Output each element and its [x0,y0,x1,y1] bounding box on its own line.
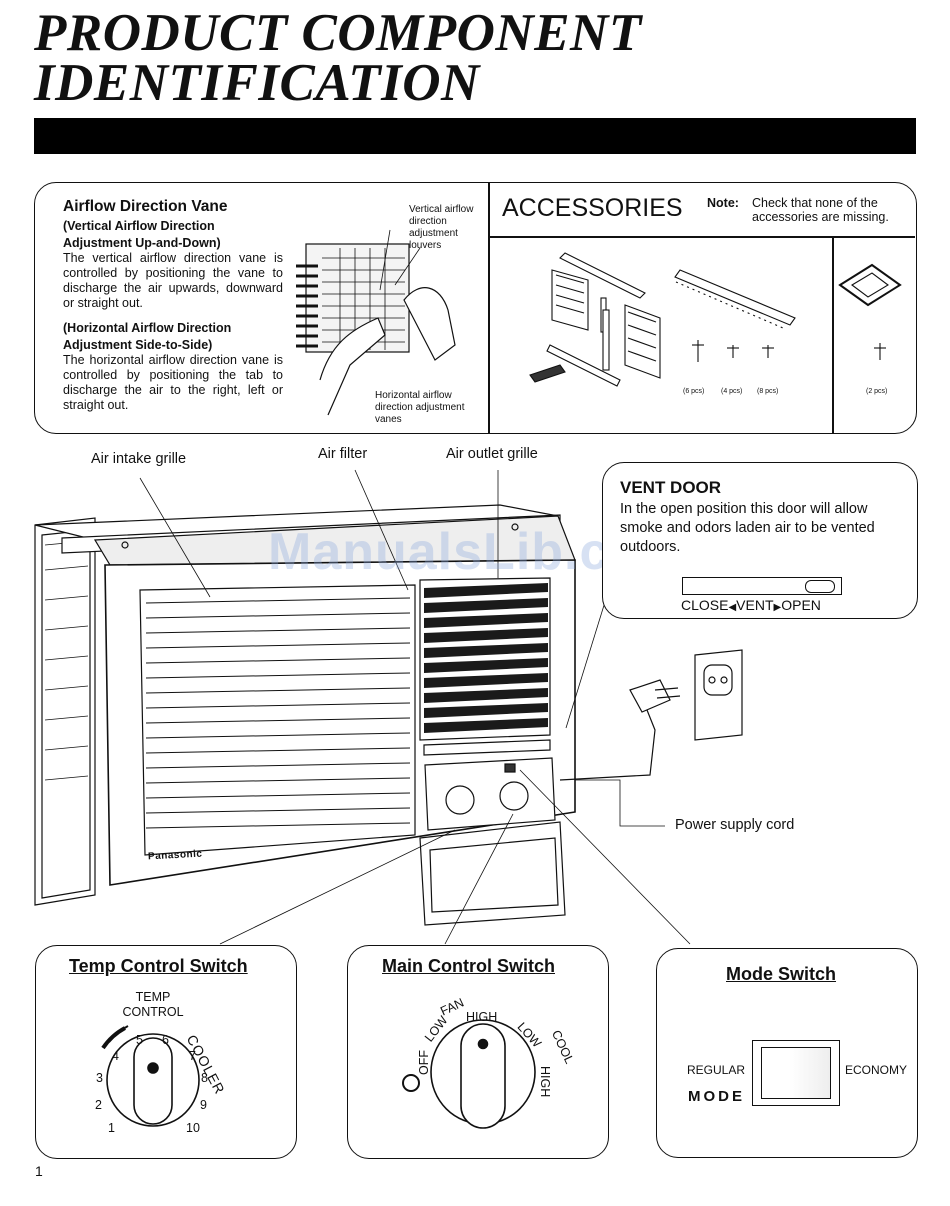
main-dial-indicator [477,1038,489,1050]
temp-number-6: 6 [162,1033,169,1047]
vent-slider-knob [805,580,835,593]
accessories-note-text: Check that none of the accessories are m… [752,196,889,224]
title-line-2: IDENTIFICATION [34,54,480,112]
main-control-heading: Main Control Switch [382,956,555,976]
page-number: 1 [35,1163,43,1179]
vent-door-panel [602,462,918,619]
horizontal-text: The horizontal airflow direction vane is… [63,353,283,412]
temp-number-7: 7 [189,1049,196,1063]
outlet-grille-louvers [424,583,548,733]
temp-number-5: 5 [136,1033,143,1047]
panel-divider-1 [488,183,490,433]
vent-door-text: In the open position this door will allo… [620,501,875,555]
open-label: OPEN [781,597,821,613]
airflow-vane-illustration [296,229,456,416]
title-bar [34,118,916,154]
main-off-label: OFF [417,1050,431,1075]
vertical-heading-2: Adjustment Up-and-Down) [63,236,221,250]
main-dial-knob [460,1023,506,1129]
vent-door-heading: VENT DOOR [620,478,722,497]
panel-divider-h [489,236,915,238]
page-title: PRODUCT COMPONENT IDENTIFICATION [34,4,642,112]
airflow-section: Airflow Direction Vane (Vertical Airflow… [63,198,283,413]
temp-dial-indicator [147,1062,159,1074]
callout-horizontal-vanes: Horizontal airflow direction adjustment … [375,390,465,425]
qty-6pcs: (6 pcs) [683,388,705,395]
power-cord-illustration [559,649,743,781]
vent-door-content: VENT DOOR In the open position this door… [620,478,908,557]
air-conditioner-unit [34,504,576,926]
vent-slider [682,577,842,595]
temp-label-2: CONTROL [122,1005,184,1019]
main-cool-high-label: HIGH [538,1066,552,1098]
horizontal-heading-2: Adjustment Side-to-Side) [63,338,213,352]
left-arrow-icon: ◀ [728,602,737,613]
callout-lines [139,469,691,945]
qty-4pcs: (4 pcs) [721,388,743,395]
panel-divider-2 [832,236,834,433]
temp-label-1: TEMP [135,990,171,1004]
vertical-text: The vertical airflow direction vane is c… [63,251,283,310]
vertical-heading-1: (Vertical Airflow Direction [63,219,215,233]
temp-number-3: 3 [96,1071,103,1085]
temp-number-10: 10 [186,1121,200,1135]
label-power-supply-cord: Power supply cord [675,817,795,833]
intake-grille-lines [145,597,411,829]
accessories-illustration [529,252,902,387]
temp-dial-knob [133,1037,173,1125]
mode-regular-label: REGULAR [687,1063,746,1077]
temp-number-4: 4 [112,1049,119,1063]
mode-economy-label: ECONOMY [845,1063,908,1077]
note-line-2: accessories are missing. [752,210,889,224]
note-line-1: Check that none of the [752,196,878,210]
mode-switch-heading: Mode Switch [726,964,837,984]
title-line-1: PRODUCT COMPONENT [34,4,642,62]
qty-2pcs: (2 pcs) [866,388,888,395]
temp-label: TEMP CONTROL [121,990,185,1020]
label-air-filter: Air filter [318,446,368,462]
main-fan-high-label: HIGH [466,1010,498,1024]
airflow-heading: Airflow Direction Vane [63,198,228,215]
mode-switch-frame [752,1040,840,1106]
horizontal-heading-1: (Horizontal Airflow Direction [63,321,232,335]
close-label: CLOSE [681,597,729,613]
accessories-note-label: Note: [707,196,739,210]
label-air-intake-grille: Air intake grille [91,451,187,467]
mode-label: MODE [688,1088,745,1105]
callout-vertical-louvers: Vertical airflow direction adjustment lo… [409,204,474,251]
temp-control-heading: Temp Control Switch [69,956,248,976]
temp-number-2: 2 [95,1098,102,1112]
accessories-heading: ACCESSORIES [502,194,683,222]
temp-number-9: 9 [200,1098,207,1112]
vent-slider-labels: CLOSE◀VENT▶OPEN [681,597,821,613]
right-arrow-icon: ▶ [773,602,782,613]
mode-switch-rocker [761,1047,831,1099]
qty-8pcs: (8 pcs) [757,388,779,395]
label-air-outlet-grille: Air outlet grille [446,446,538,462]
temp-number-8: 8 [201,1071,208,1085]
temp-number-1: 1 [108,1121,115,1135]
vent-label: VENT [736,597,774,613]
